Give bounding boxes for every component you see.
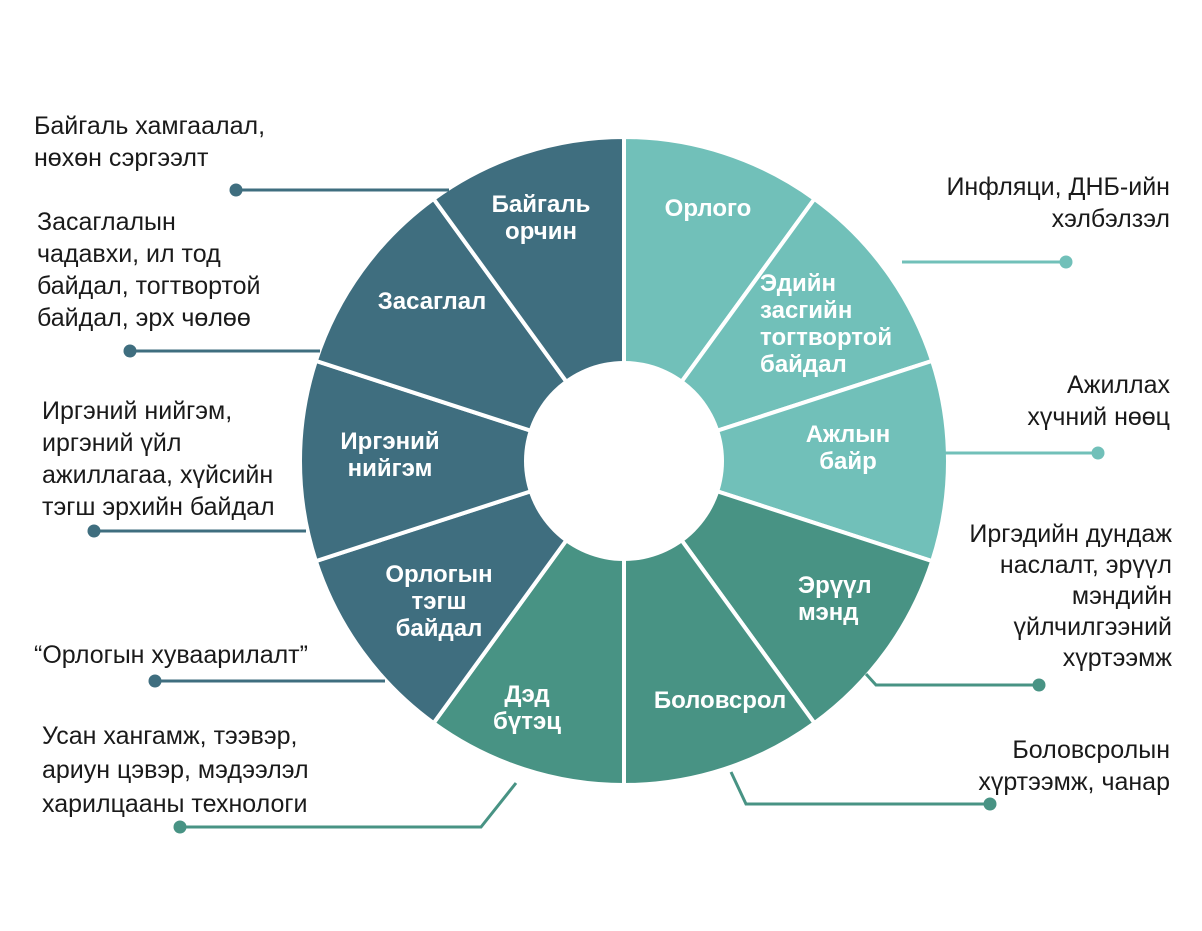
annotation-connector-dot xyxy=(1091,446,1105,460)
annotation-connector-dot xyxy=(87,524,101,538)
annotation-connector-dot xyxy=(1032,678,1046,692)
segment-label: Боловсрол xyxy=(654,687,786,714)
annotation-connector-dot xyxy=(983,797,997,811)
annotation-connector-line xyxy=(180,782,518,829)
segment-label: Засаглал xyxy=(378,288,487,315)
annotation-connectors xyxy=(87,183,1105,834)
annotation-connector-line xyxy=(864,672,1039,687)
annotation-label: Байгаль хамгаалал,нөхөн сэргээлт xyxy=(34,112,265,172)
annotation-connector-dot xyxy=(123,344,137,358)
wheel-center-hole xyxy=(524,361,724,561)
annotation-connector-dot xyxy=(148,674,162,688)
annotation-label: Усан хангамж, тээвэр,ариун цэвэр, мэдээл… xyxy=(42,722,309,818)
segment-label: Орлого xyxy=(665,195,752,222)
annotation-connector-line xyxy=(729,771,990,806)
annotation-labels: Байгаль хамгаалал,нөхөн сэргээлтЗасаглал… xyxy=(34,112,1172,818)
annotation-connector-dot xyxy=(1059,255,1073,269)
annotation-connector-dot xyxy=(229,183,243,197)
annotation-label: “Орлогын хуваарилалт” xyxy=(34,641,308,669)
annotation-connector-dot xyxy=(173,820,187,834)
